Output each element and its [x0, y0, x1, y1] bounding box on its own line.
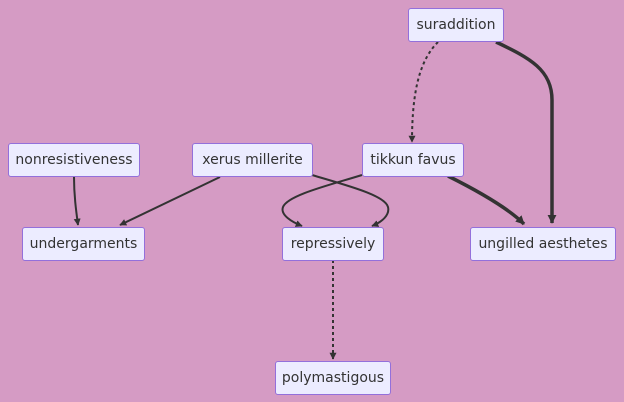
node-repressively[interactable]: repressively: [282, 227, 384, 261]
node-nonresistiveness[interactable]: nonresistiveness: [8, 143, 140, 177]
edge-tikkun-favus-repressively: [281, 174, 363, 227]
node-undergarments[interactable]: undergarments: [22, 227, 145, 261]
edge-suraddition-tikkun-favus: [408, 41, 439, 143]
node-polymastigous[interactable]: polymastigous: [275, 361, 391, 395]
node-xerus-millerite[interactable]: xerus millerite: [192, 143, 313, 177]
node-tikkun-favus[interactable]: tikkun favus: [362, 143, 464, 177]
node-ungilled-aesthetes[interactable]: ungilled aesthetes: [470, 227, 616, 261]
edge-xerus-millerite-repressively: [311, 174, 390, 227]
edge-suraddition-ungilled-aesthetes: [495, 40, 557, 224]
node-suraddition[interactable]: suraddition: [408, 8, 504, 42]
edge-xerus-millerite-undergarments: [119, 176, 221, 226]
edge-nonresistiveness-undergarments: [73, 176, 81, 226]
edge-tikkun-favus-ungilled-aesthetes: [447, 174, 526, 226]
